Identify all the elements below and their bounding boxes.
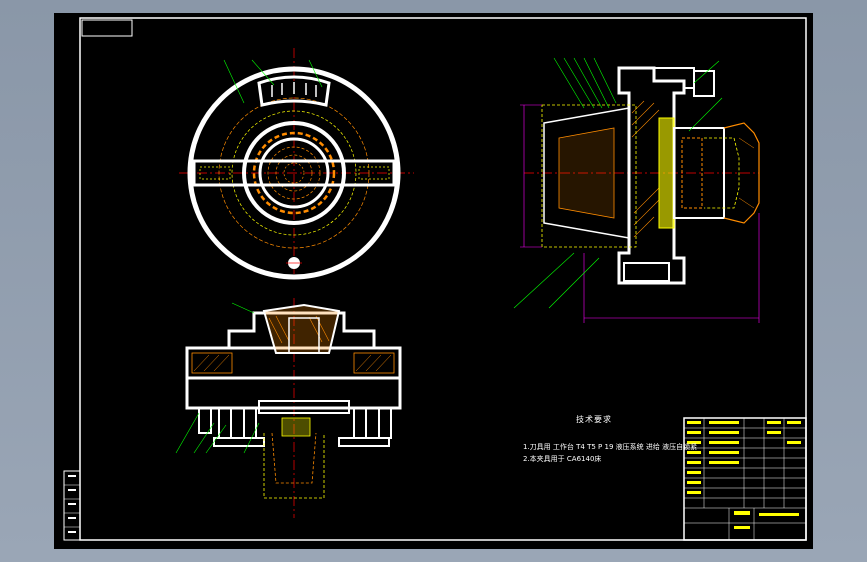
tech-requirements-title: 技术要求 [576, 415, 612, 424]
title-block [683, 417, 807, 541]
cad-drawing [63, 17, 807, 541]
top-view [179, 48, 414, 280]
corner-tab [81, 19, 133, 37]
side-section-view [513, 57, 760, 323]
drawing-sheet: 技术要求 1.刀具用 工作台 T4 T5 P 19 液压系统 进给 液压自锁紧 … [54, 13, 813, 549]
front-section-view [175, 298, 402, 518]
revision-strip [63, 470, 81, 541]
tech-requirement-note-2: 2.本夹具用于 CA6140床 [523, 455, 602, 463]
tech-requirement-note-1: 1.刀具用 工作台 T4 T5 P 19 液压系统 进给 液压自锁紧 [523, 443, 698, 451]
drawing-border [79, 17, 807, 541]
